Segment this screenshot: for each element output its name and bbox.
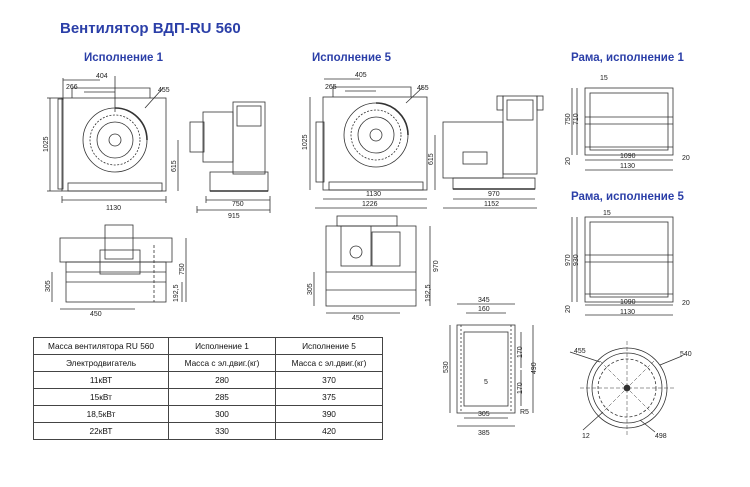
table-header-cell: Исполнение 5 bbox=[275, 337, 383, 355]
dim-1025a: 1025 bbox=[43, 136, 50, 152]
dim-970a: 970 bbox=[488, 191, 500, 198]
dim-970c: 970 bbox=[565, 254, 572, 266]
dim-455a: 455 bbox=[158, 87, 170, 94]
dim-345: 345 bbox=[478, 297, 490, 304]
dim-1130d: 1130 bbox=[620, 309, 635, 316]
table-cell: 375 bbox=[275, 388, 383, 406]
dim-530: 530 bbox=[443, 361, 450, 373]
dim-915: 915 bbox=[228, 213, 240, 220]
dim-750a: 750 bbox=[232, 201, 244, 208]
dim-750b: 750 bbox=[565, 113, 572, 125]
view-title-isp5: Исполнение 5 bbox=[312, 52, 391, 64]
mass-table: Масса вентилятора RU 560 Исполнение 1 Ис… bbox=[33, 337, 383, 440]
dim-615b: 615 bbox=[428, 153, 435, 165]
dim-20d: 20 bbox=[682, 300, 690, 307]
table-header-cell: Исполнение 1 bbox=[168, 337, 276, 355]
dim-498: 498 bbox=[655, 433, 667, 440]
dim-192a: 192,5 bbox=[173, 284, 180, 302]
dim-R5: R5 bbox=[520, 409, 529, 416]
table-row: 22кВТ 330 420 bbox=[33, 422, 383, 440]
dim-455b: 455 bbox=[417, 85, 429, 92]
dim-970b: 970 bbox=[433, 260, 440, 272]
outlet-flange-drawing bbox=[449, 303, 534, 427]
table-subheader-cell: Масса с эл.двиг.(кг) bbox=[168, 354, 276, 372]
dim-450a: 450 bbox=[90, 311, 102, 318]
dim-305c: 305 bbox=[478, 411, 490, 418]
dimension-labels: 404 266 455 1025 615 1130 750 915 405 26… bbox=[43, 72, 692, 440]
dim-170a: 170 bbox=[517, 346, 524, 358]
dim-160: 160 bbox=[478, 306, 490, 313]
table-cell: 330 bbox=[168, 422, 276, 440]
isp1-side-view bbox=[189, 101, 271, 213]
dim-930: 930 bbox=[573, 254, 580, 266]
table-row: 15кВт 285 375 bbox=[33, 388, 383, 406]
dim-1130a: 1130 bbox=[106, 205, 121, 212]
dim-450b: 450 bbox=[352, 315, 364, 322]
table-cell: 15кВт bbox=[33, 388, 169, 406]
isp5-top-view bbox=[313, 215, 431, 314]
frame1-drawing bbox=[571, 87, 674, 171]
table-cell: 300 bbox=[168, 405, 276, 423]
dim-615a: 615 bbox=[171, 160, 178, 172]
dim-750c: 750 bbox=[179, 263, 186, 275]
dim-490: 490 bbox=[531, 362, 538, 374]
dim-540: 540 bbox=[680, 351, 692, 358]
table-cell: 11кВТ bbox=[33, 371, 169, 389]
page-title: Вентилятор ВДП-RU 560 bbox=[60, 20, 241, 37]
dim-12: 12 bbox=[582, 433, 590, 440]
table-cell: 420 bbox=[275, 422, 383, 440]
table-subheader-cell: Масса с эл.двиг.(кг) bbox=[275, 354, 383, 372]
dim-15b: 15 bbox=[603, 210, 611, 217]
table-row: 18,5кВт 300 390 bbox=[33, 405, 383, 423]
view-title-frame5: Рама, исполнение 5 bbox=[571, 191, 684, 203]
dim-404: 404 bbox=[96, 73, 108, 80]
table-subheader-row: Электродвигатель Масса с эл.двиг.(кг) Ма… bbox=[33, 354, 383, 372]
dim-1130c: 1130 bbox=[620, 163, 635, 170]
table-cell: 18,5кВт bbox=[33, 405, 169, 423]
view-title-frame1: Рама, исполнение 1 bbox=[571, 52, 684, 64]
dim-20c: 20 bbox=[565, 305, 572, 313]
view-title-isp1: Исполнение 1 bbox=[84, 52, 163, 64]
dim-710: 710 bbox=[573, 113, 580, 125]
dim-170b: 170 bbox=[517, 382, 524, 394]
isp1-top-view bbox=[51, 224, 187, 310]
table-cell: 370 bbox=[275, 371, 383, 389]
dim-1090b: 1090 bbox=[620, 299, 636, 306]
table-header-cell: Масса вентилятора RU 560 bbox=[33, 337, 169, 355]
dim-20b: 20 bbox=[682, 155, 690, 162]
isp1-front-view bbox=[47, 76, 179, 203]
dim-1090a: 1090 bbox=[620, 153, 636, 160]
inlet-flange-drawing bbox=[569, 341, 683, 435]
dim-266: 266 bbox=[66, 84, 78, 91]
table-cell: 22кВТ bbox=[33, 422, 169, 440]
table-header-row: Масса вентилятора RU 560 Исполнение 1 Ис… bbox=[33, 337, 383, 355]
isp5-front-view bbox=[309, 78, 436, 209]
frame5-drawing bbox=[571, 216, 674, 316]
dim-405: 405 bbox=[355, 72, 367, 79]
dim-5: 5 bbox=[484, 379, 488, 386]
dim-15a: 15 bbox=[600, 75, 608, 82]
table-cell: 280 bbox=[168, 371, 276, 389]
dim-385: 385 bbox=[478, 430, 490, 437]
dim-455c: 455 bbox=[574, 348, 586, 355]
table-cell: 390 bbox=[275, 405, 383, 423]
dim-20a: 20 bbox=[565, 157, 572, 165]
isp5-side-view bbox=[442, 95, 544, 209]
dim-1226: 1226 bbox=[362, 201, 378, 208]
dim-265: 265 bbox=[325, 84, 337, 91]
dim-1152: 1152 bbox=[484, 201, 499, 208]
dim-305b: 305 bbox=[307, 283, 314, 295]
table-cell: 285 bbox=[168, 388, 276, 406]
table-subheader-cell: Электродвигатель bbox=[33, 354, 169, 372]
dim-192b: 192,5 bbox=[425, 284, 432, 302]
dim-305a: 305 bbox=[45, 280, 52, 292]
dim-1130b: 1130 bbox=[366, 191, 381, 198]
table-row: 11кВТ 280 370 bbox=[33, 371, 383, 389]
dim-1025b: 1025 bbox=[302, 134, 309, 150]
